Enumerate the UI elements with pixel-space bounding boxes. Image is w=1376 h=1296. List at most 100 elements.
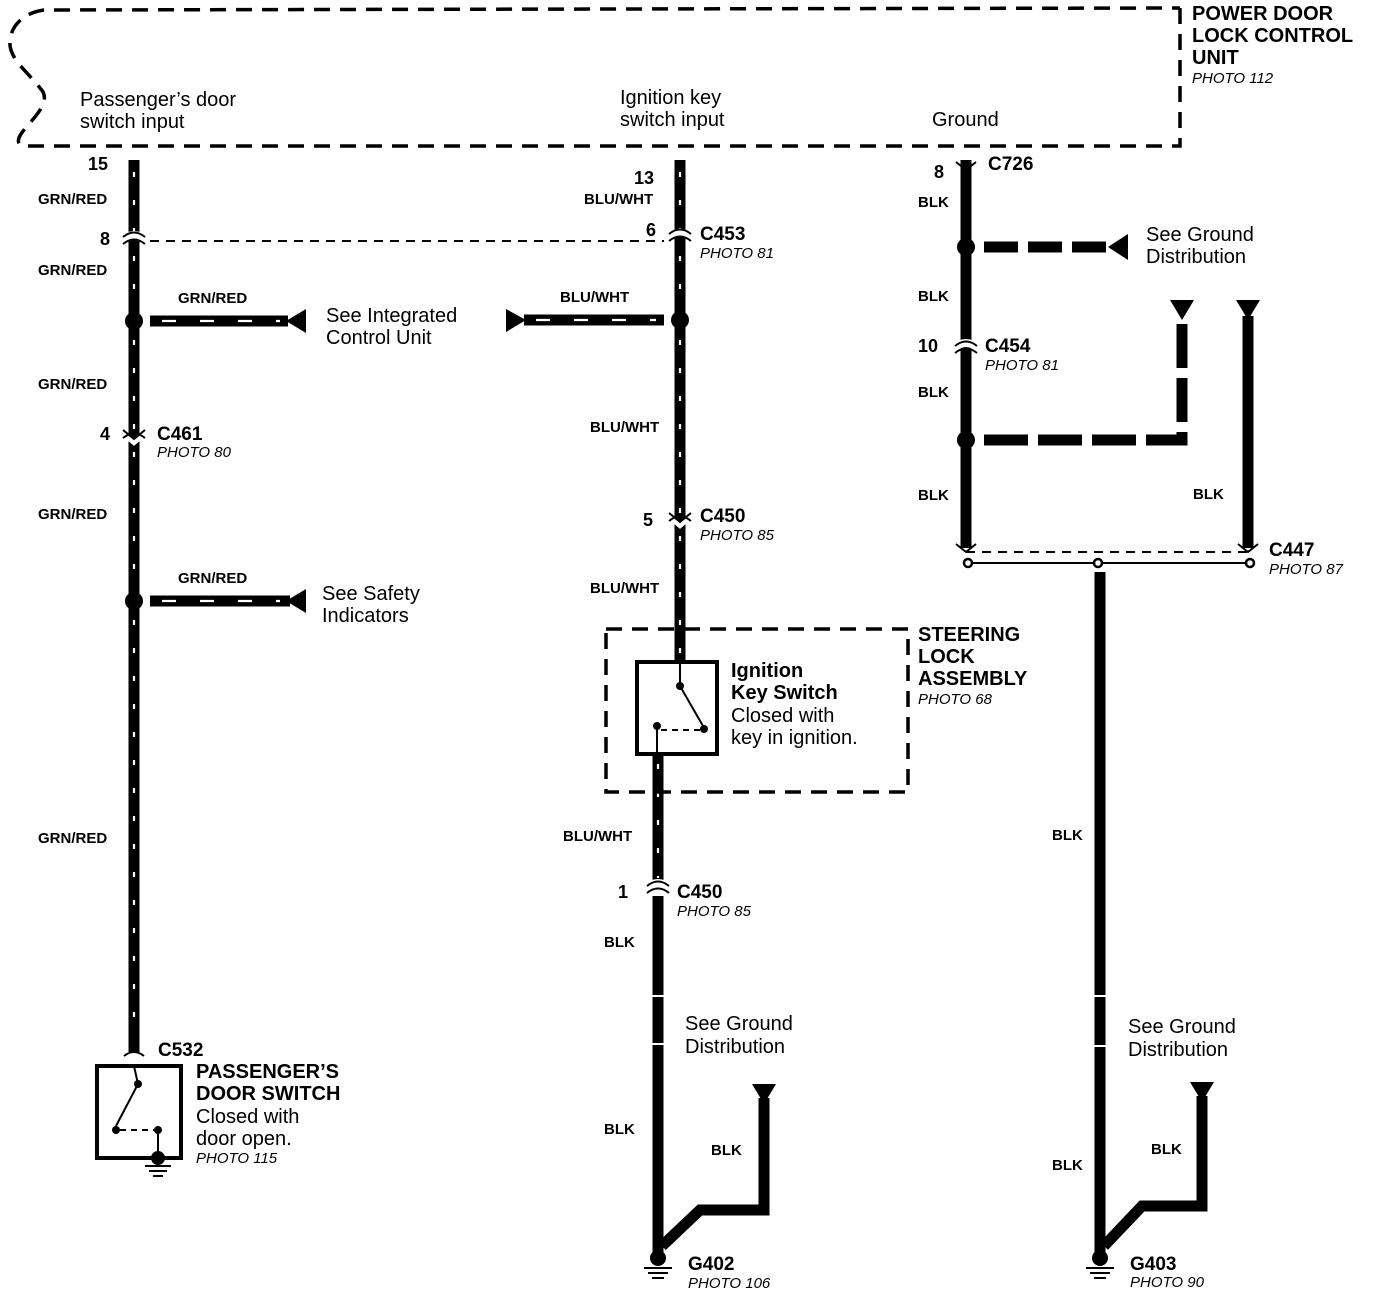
ref-integrated-2: Control Unit — [326, 327, 432, 349]
wire-label-blu-wht-3: BLU/WHT — [590, 580, 659, 597]
connector-c532: C532 — [158, 1040, 203, 1061]
pin-5: 5 — [643, 510, 653, 530]
ref-safety-2: Indicators — [322, 605, 409, 627]
connector-c726: C726 — [988, 154, 1033, 175]
ignition-switch-title-2: Key Switch — [731, 682, 838, 704]
ref-ground-top-1: See Ground — [1146, 224, 1254, 246]
connector-c450-bottom: C450 — [677, 882, 722, 903]
ground-symbol-icon — [145, 1151, 171, 1177]
wire-label-blk-3: BLK — [918, 384, 949, 401]
connector-c447-link — [962, 551, 1256, 569]
door-switch-box — [95, 1064, 183, 1160]
arrow-left-icon — [1108, 234, 1128, 260]
connector-c453-photo: PHOTO 81 — [700, 245, 774, 262]
connector-c447-photo: PHOTO 87 — [1269, 561, 1344, 578]
ref-ground-g402-1: See Ground — [685, 1013, 793, 1035]
wire-label-blk-g402-2: BLK — [604, 1121, 635, 1138]
ref-ground-top-2: Distribution — [1146, 246, 1246, 268]
arrow-down-icon — [1236, 300, 1260, 320]
steering-lock-title-3: ASSEMBLY — [918, 668, 1028, 690]
input-ignition-key-1: Ignition key — [620, 87, 721, 109]
blk-wire-g403 — [1086, 572, 1214, 1279]
control-unit-boundary — [8, 6, 1182, 148]
arrow-left-icon — [286, 309, 306, 333]
pin-8-c726: 8 — [934, 162, 944, 182]
wire-label-grn-red-2: GRN/RED — [38, 262, 107, 279]
wire-label-grn-red-1: GRN/RED — [38, 191, 107, 208]
ground-g402-photo: PHOTO 106 — [688, 1275, 771, 1292]
wire-label-blu-wht-2: BLU/WHT — [590, 419, 659, 436]
wire-grn-red-branch — [119, 160, 149, 1057]
splice-icm-right — [671, 311, 689, 329]
ref-integrated-1: See Integrated — [326, 305, 457, 327]
arrow-left-icon — [286, 589, 306, 613]
wire-label-blk-5: BLK — [1193, 486, 1224, 503]
ground-distribution-g402 — [644, 1084, 776, 1279]
wire-label-blk-2: BLK — [918, 288, 949, 305]
door-switch-desc-2: door open. — [196, 1128, 292, 1150]
ground-symbol-icon — [1086, 1250, 1114, 1279]
connector-c453: C453 — [700, 224, 745, 245]
ignition-switch-desc-2: key in ignition. — [731, 727, 858, 749]
wire-label-blk-4: BLK — [918, 487, 949, 504]
pin-15: 15 — [88, 154, 108, 174]
ground-g403-photo: PHOTO 90 — [1130, 1274, 1205, 1291]
branch-to-integrated-control-unit-right: BLU/WHT — [506, 289, 664, 332]
wire-label-grn-red-4: GRN/RED — [38, 506, 107, 523]
door-switch-desc-1: Closed with — [196, 1106, 299, 1128]
control-unit-title-2: LOCK CONTROL — [1192, 25, 1353, 47]
wire-label-blu-wht-4: BLU/WHT — [563, 828, 632, 845]
pin-4: 4 — [100, 424, 110, 444]
ground-g403: G403 — [1130, 1254, 1176, 1275]
wire-label-blk-g403-1: BLK — [1052, 827, 1083, 844]
connector-c461-photo: PHOTO 80 — [157, 444, 232, 461]
wire-label-grn-red-icm: GRN/RED — [178, 290, 247, 307]
connector-c450-bottom-photo: PHOTO 85 — [677, 903, 752, 920]
splice-ground-2 — [957, 431, 975, 449]
splice-safety — [125, 592, 143, 610]
pin-10: 10 — [918, 336, 938, 356]
input-ground: Ground — [932, 109, 999, 131]
splice-icm-left — [125, 312, 143, 330]
connector-c461: C461 — [157, 424, 203, 445]
pin-6: 6 — [646, 220, 656, 240]
arrow-down-icon — [1170, 300, 1194, 320]
ref-ground-g403-2: Distribution — [1128, 1039, 1228, 1061]
ref-ground-g403-1: See Ground — [1128, 1016, 1236, 1038]
arrow-right-icon — [506, 309, 526, 332]
wire-blk-ground-branch — [951, 160, 981, 554]
door-switch-title-2: DOOR SWITCH — [196, 1083, 340, 1105]
wire-label-blk-g402-1: BLK — [604, 934, 635, 951]
wire-label-blk-1: BLK — [918, 194, 949, 211]
branch-to-safety-indicators: GRN/RED — [150, 570, 306, 613]
branch-ground-loop — [984, 300, 1260, 554]
ignition-switch-desc-1: Closed with — [731, 705, 834, 727]
wire-label-blk-g403-3: BLK — [1052, 1157, 1083, 1174]
wire-label-grn-red-3: GRN/RED — [38, 376, 107, 393]
ground-g402: G402 — [688, 1254, 734, 1275]
steering-lock-photo: PHOTO 68 — [918, 691, 993, 708]
ignition-switch-title-1: Ignition — [731, 660, 803, 682]
wire-label-grn-red-5: GRN/RED — [38, 830, 107, 847]
pin-13: 13 — [634, 168, 654, 188]
ignition-key-switch-box — [635, 660, 719, 756]
control-unit-title-1: POWER DOOR — [1192, 3, 1334, 25]
control-unit-photo: PHOTO 112 — [1192, 70, 1274, 87]
input-passenger-door-2: switch input — [80, 111, 185, 133]
wire-label-blu-wht-icm: BLU/WHT — [560, 289, 629, 306]
input-ignition-key-2: switch input — [620, 109, 725, 131]
connector-c454-photo: PHOTO 81 — [985, 357, 1059, 374]
wire-label-blu-wht-1: BLU/WHT — [584, 191, 653, 208]
connector-c447: C447 — [1269, 540, 1314, 561]
ground-symbol-icon — [644, 1250, 672, 1279]
control-unit-title-3: UNIT — [1192, 47, 1239, 69]
power-door-lock-control-unit: POWER DOOR LOCK CONTROL UNIT PHOTO 112 P… — [8, 3, 1353, 148]
ref-safety-1: See Safety — [322, 583, 420, 605]
ref-ground-g402-2: Distribution — [685, 1036, 785, 1058]
arrow-down-icon — [1190, 1082, 1214, 1102]
connector-c450-top-photo: PHOTO 85 — [700, 527, 775, 544]
steering-lock-title-1: STEERING — [918, 624, 1020, 646]
wire-label-blk-g403-2: BLK — [1151, 1141, 1182, 1158]
branch-to-integrated-control-unit-left: GRN/RED — [150, 290, 306, 333]
